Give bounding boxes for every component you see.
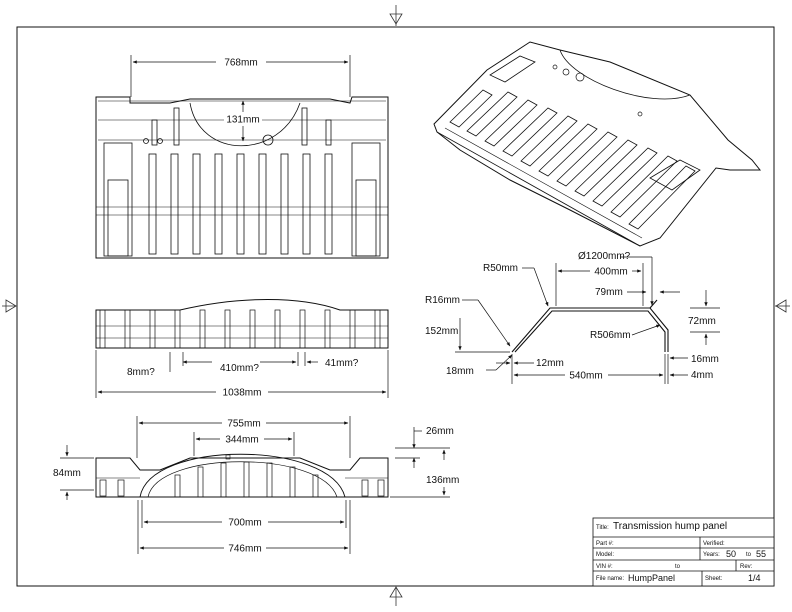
profile-r506-dimension: R506mm	[590, 330, 631, 341]
front-outer-top-dimension: 755mm	[227, 419, 260, 430]
profile-flat-dimension: 400mm	[594, 267, 627, 278]
years-to-caption: to	[746, 552, 752, 558]
profile-79-dimension: 79mm	[595, 287, 623, 298]
years-from-value: 50	[726, 549, 736, 559]
vin-to-caption: to	[675, 564, 681, 570]
side-view	[95, 299, 389, 349]
front-outer-bottom-dimension: 746mm	[228, 544, 261, 555]
top-view	[95, 96, 389, 259]
sheet-value: 1/4	[748, 573, 761, 583]
isometric-view	[433, 41, 762, 247]
side-view-dimensions	[95, 350, 389, 398]
rev-caption: Rev:	[740, 564, 753, 570]
filename-caption: File name:	[596, 576, 624, 582]
top-width-dimension: 768mm	[224, 58, 257, 69]
profile-r16-dimension: R16mm	[425, 295, 460, 306]
hump-height-dimension: 131mm	[226, 115, 259, 126]
side-middle-dimension: 410mm?	[220, 363, 259, 374]
verified-caption: Verified:	[703, 541, 725, 547]
front-left-height-dimension: 84mm	[53, 468, 81, 479]
front-right-height-dimension: 136mm	[426, 475, 459, 486]
profile-18-dimension: 18mm	[446, 366, 474, 377]
model-caption: Model:	[596, 552, 614, 558]
profile-12-dimension: 12mm	[536, 358, 564, 369]
front-inner-bottom-dimension: 700mm	[228, 518, 261, 529]
sheet-caption: Sheet:	[705, 576, 723, 582]
vin-caption: VIN #:	[596, 564, 613, 570]
drawing-border	[16, 26, 775, 587]
title-value: Transmission hump panel	[613, 521, 727, 532]
front-right-small-dimension: 26mm	[426, 426, 454, 437]
side-left-dimension: 8mm?	[127, 367, 155, 378]
part-caption: Part #:	[596, 541, 614, 547]
title-caption: Title:	[596, 525, 609, 531]
front-view	[95, 453, 389, 498]
profile-view-dimensions	[455, 256, 720, 384]
profile-4-dimension: 4mm	[691, 370, 713, 381]
centering-marks	[2, 5, 790, 606]
profile-r50-dimension: R50mm	[483, 263, 518, 274]
side-overall-dimension: 1038mm	[223, 388, 262, 399]
profile-16-dimension: 16mm	[691, 354, 719, 365]
title-block	[592, 517, 775, 587]
filename-value: HumpPanel	[628, 573, 675, 583]
profile-view	[511, 299, 669, 353]
profile-152-dimension: 152mm	[425, 326, 458, 337]
years-caption: Years:	[703, 552, 720, 558]
front-arch-top-dimension: 344mm	[225, 435, 258, 446]
side-right-dimension: 41mm?	[325, 358, 359, 369]
profile-540-dimension: 540mm	[569, 371, 602, 382]
years-to-value: 55	[756, 549, 766, 559]
profile-diameter-dimension: Ø1200mm?	[578, 251, 631, 262]
front-view-dimensions	[60, 416, 450, 554]
profile-72-dimension: 72mm	[688, 316, 716, 327]
